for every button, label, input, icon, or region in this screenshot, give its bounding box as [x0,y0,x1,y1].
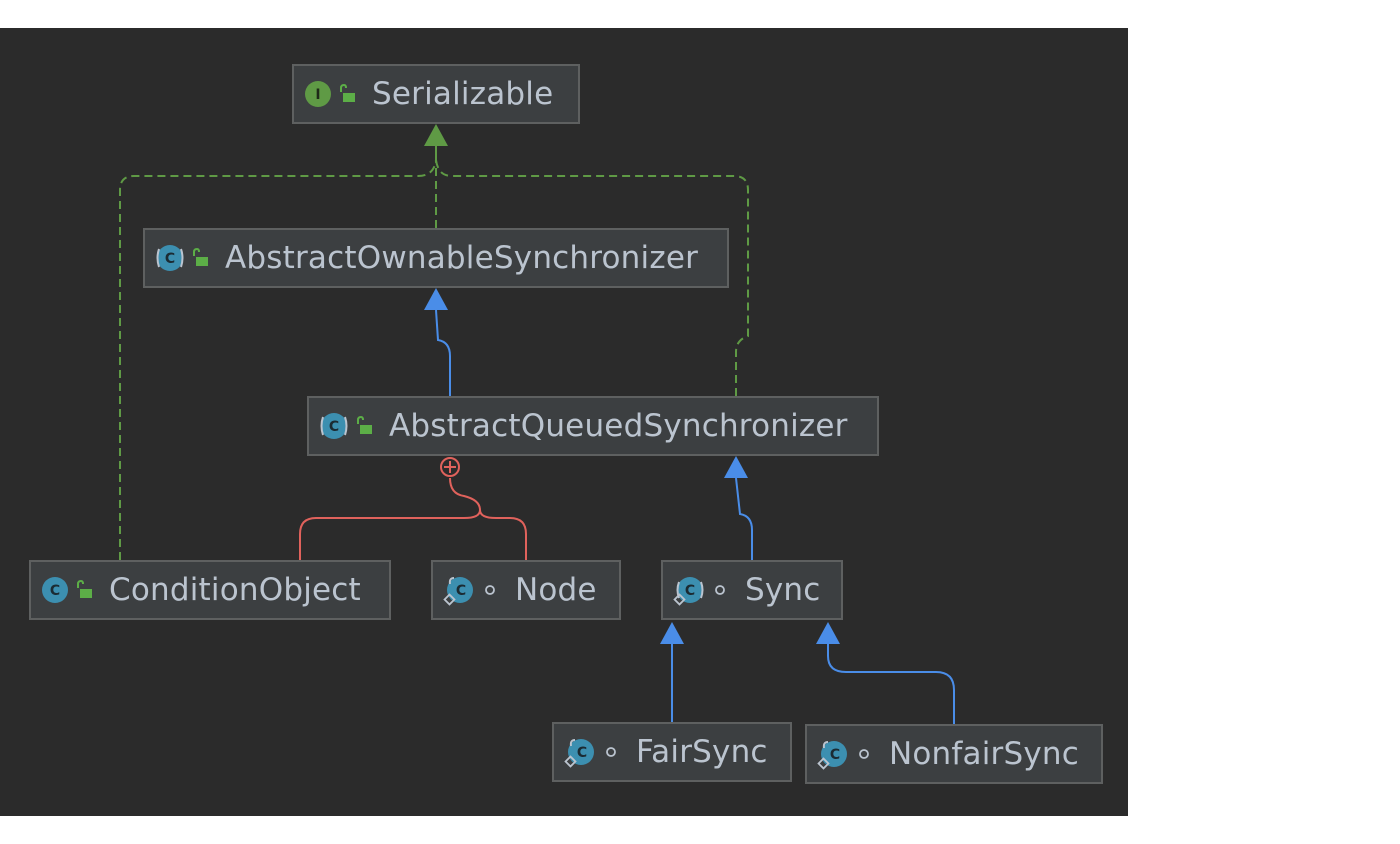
svg-text:C: C [165,251,175,267]
edge-extends-aqs-aos [435,309,451,396]
arrowhead-extends-aos [424,288,448,310]
package-private-icon [859,749,869,759]
node-label: ConditionObject [109,572,361,608]
node-label: Node [515,572,597,608]
node-label: AbstractQueuedSynchronizer [389,408,848,444]
node-node[interactable]: C Node [431,560,621,620]
node-label: FairSync [636,734,768,770]
static-final-class-icon: C [564,739,594,768]
arrowhead-extends-sync-right [816,622,840,644]
node-abstract-queued-synchronizer[interactable]: C AbstractQueuedSynchronizer [307,396,879,456]
svg-text:C: C [577,745,587,761]
arrowhead-extends-sync-left [660,622,684,644]
edge-extends-nonfairsync-sync [827,644,955,724]
public-lock-icon [340,83,355,102]
svg-text:I: I [315,87,320,103]
arrowhead-extends-aqs [724,456,748,478]
static-abstract-class-icon: C [673,577,704,606]
package-private-icon [485,585,495,595]
package-private-icon [715,585,725,595]
edge-implements-aqs-serializable [435,146,749,396]
edge-implements-conditionobject-serializable [119,146,437,560]
class-icon: C [42,577,68,603]
public-lock-icon [357,415,372,434]
svg-text:C: C [685,583,695,599]
node-nonfair-sync[interactable]: C NonfairSync [805,724,1103,784]
svg-text:C: C [50,583,60,599]
node-serializable[interactable]: I Serializable [292,64,580,124]
node-sync[interactable]: C Sync [661,560,843,620]
edge-inner-conditionobject-aqs [299,477,482,560]
node-fair-sync[interactable]: C FairSync [552,722,792,782]
node-abstract-ownable-synchronizer[interactable]: C AbstractOwnableSynchronizer [143,228,729,288]
arrowhead-implements-serializable [424,124,448,146]
public-lock-icon [193,247,208,266]
edge-inner-node-aqs [479,509,527,560]
node-label: Serializable [372,76,554,112]
node-label: AbstractOwnableSynchronizer [225,240,699,276]
inner-class-marker [440,457,460,477]
abstract-class-icon: C [156,245,184,271]
node-label: NonfairSync [889,736,1079,772]
abstract-class-icon: C [320,413,348,439]
public-lock-icon [77,579,92,598]
package-private-icon [606,747,616,757]
svg-text:C: C [456,583,466,599]
node-condition-object[interactable]: C ConditionObject [29,560,391,620]
svg-text:C: C [329,419,339,435]
edge-extends-sync-aqs [735,477,753,560]
interface-icon: I [305,81,331,107]
node-label: Sync [745,572,821,608]
svg-text:C: C [830,747,840,763]
static-final-class-icon: C [443,577,473,606]
static-final-class-icon: C [817,741,847,770]
